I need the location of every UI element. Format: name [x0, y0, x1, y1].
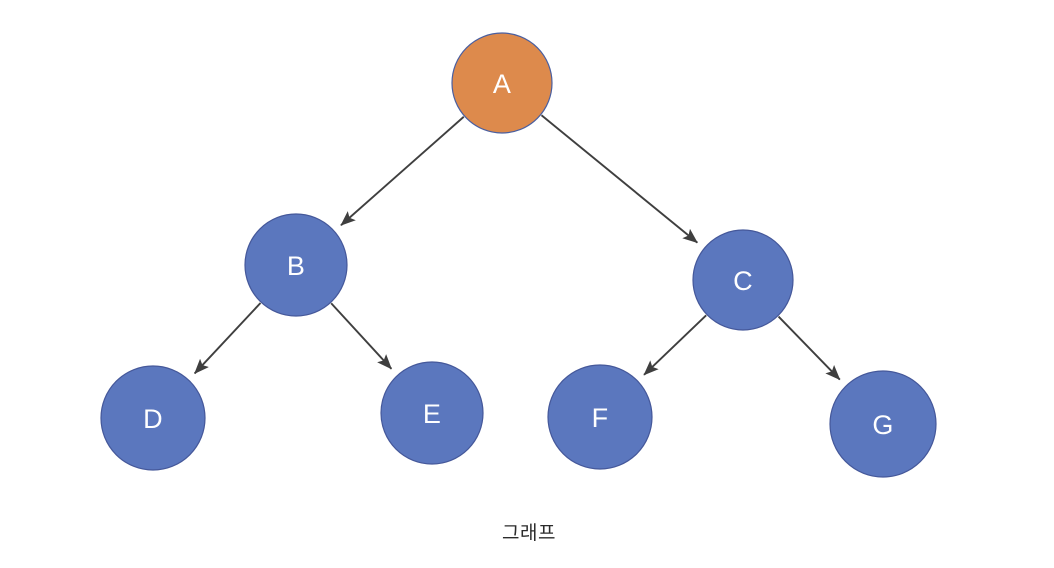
- node-e[interactable]: E: [380, 361, 484, 465]
- edge-c-to-f: [643, 314, 707, 376]
- edge-b-to-e: [330, 302, 393, 370]
- node-c-label: C: [733, 266, 753, 296]
- node-b[interactable]: B: [244, 213, 348, 317]
- node-c[interactable]: C: [692, 229, 794, 331]
- node-c-circle[interactable]: [692, 229, 794, 331]
- node-f-label: F: [592, 403, 609, 433]
- node-d-circle[interactable]: [100, 365, 206, 471]
- node-g-circle[interactable]: [829, 370, 937, 478]
- node-a-label: A: [493, 69, 511, 99]
- node-b-label: B: [287, 251, 305, 281]
- edge-c-to-g: [777, 315, 841, 381]
- node-e-circle[interactable]: [380, 361, 484, 465]
- figure-caption-label: 그래프: [502, 523, 556, 544]
- edge-a-to-b: [340, 116, 465, 226]
- node-f[interactable]: F: [547, 364, 653, 470]
- node-f-circle[interactable]: [547, 364, 653, 470]
- node-d-label: D: [143, 404, 163, 434]
- node-e-label: E: [423, 399, 441, 429]
- edge-a-to-c: [540, 114, 698, 244]
- node-d[interactable]: D: [100, 365, 206, 471]
- node-a[interactable]: A: [451, 32, 553, 134]
- node-g[interactable]: G: [829, 370, 937, 478]
- node-a-circle[interactable]: [451, 32, 553, 134]
- node-g-label: G: [872, 410, 893, 440]
- edges-layer: [193, 114, 841, 381]
- nodes-layer: A B C D E F G: [100, 32, 937, 478]
- figure-caption: 그래프: [0, 518, 1054, 545]
- node-b-circle[interactable]: [244, 213, 348, 317]
- edge-b-to-d: [193, 302, 262, 375]
